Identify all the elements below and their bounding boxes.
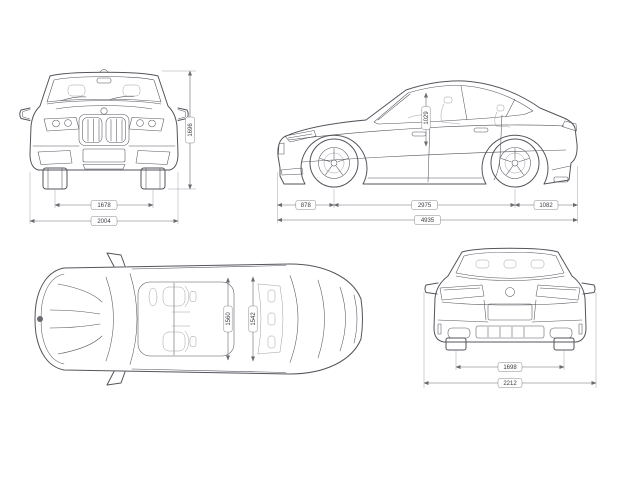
diffuser: [475, 325, 545, 339]
kidney-grille-frame: [78, 114, 130, 146]
air-intake-right: [135, 150, 171, 165]
front-grille-edge: [278, 142, 285, 155]
dim-front-height: 1696: [188, 123, 194, 137]
rear-wheel: [490, 138, 540, 188]
tire-left: [42, 167, 68, 190]
front-door-seam: [427, 122, 431, 183]
taillight-left: [439, 284, 485, 301]
front-bumper-line: [40, 273, 65, 365]
rear-door-seam: [493, 114, 503, 181]
brand-roundel-icon: [37, 316, 43, 322]
dim-rear-interior-width: 1542: [251, 312, 257, 326]
rear-view-drawing: 1698 2212: [423, 247, 597, 388]
mirror-left: [19, 107, 31, 121]
windshield: [46, 76, 162, 103]
dim-length: 4935: [421, 218, 435, 224]
side-headlight: [284, 130, 317, 143]
kidney-grille-left: [82, 117, 103, 143]
reflector-right: [578, 323, 583, 335]
headrest-left: [67, 84, 86, 97]
reflector-left: [437, 323, 442, 335]
top-car-outline: [34, 252, 363, 386]
dim-rear-overhang: 1082: [539, 203, 553, 209]
front-silhouette: [29, 71, 179, 171]
dim-front-overhang: 878: [301, 203, 312, 209]
mirror-bottom: [106, 371, 126, 386]
dim-front-width: 2004: [97, 219, 111, 225]
rear-window: [455, 251, 565, 279]
windshield-edge: [105, 276, 114, 362]
rear-tire-left: [445, 337, 467, 351]
steering-wheel: [148, 287, 158, 307]
bumper-top-line: [437, 319, 583, 323]
exhaust-left: [447, 327, 471, 339]
wipers: [59, 96, 135, 102]
lower-crease: [301, 149, 567, 163]
top-silhouette: [34, 263, 363, 375]
headlight-left: [43, 117, 80, 132]
rearview-mirror: [96, 77, 112, 84]
front-car-outline: [19, 69, 189, 190]
tire-right: [140, 167, 166, 190]
roof-leading-edge: [129, 273, 138, 365]
dim-rear-width: 2212: [503, 381, 517, 387]
b-pillar: [460, 85, 468, 121]
dim-wheelbase: 2975: [418, 203, 432, 209]
headlight-right: [128, 117, 165, 132]
a-pillar: [377, 93, 411, 121]
decklid-lines: [339, 286, 358, 352]
quarter-window-divider: [505, 98, 516, 117]
side-dimensions: 1029 878 2975 1082 4: [277, 92, 578, 225]
spoiler-edge: [455, 275, 565, 281]
rear-car-outline: [424, 247, 596, 351]
side-taillight: [561, 120, 577, 132]
air-intake-left: [37, 150, 73, 165]
hood-contours: [49, 283, 103, 355]
license-plate: [82, 148, 126, 163]
top-view-drawing: 1560 1542: [34, 252, 363, 386]
dim-rear-track: 1698: [503, 365, 517, 371]
front-wheel: [309, 138, 359, 188]
side-glass-band: [131, 265, 287, 373]
hood-lines: [46, 100, 162, 110]
rear-dimensions: 1698 2212: [423, 292, 597, 388]
dim-front-track: 1678: [97, 203, 111, 209]
rear-silhouette: [433, 247, 587, 343]
rear-mirror-right: [581, 282, 596, 295]
door-handle-rear: [473, 127, 489, 133]
front-dimensions: 1696 1678 2004: [29, 70, 196, 226]
door-handle-front: [411, 131, 427, 137]
side-silhouette: [277, 80, 578, 185]
rear-bumper-line: [551, 165, 571, 171]
headrest-right: [122, 84, 141, 97]
top-dimensions: 1560 1542: [223, 276, 258, 362]
exhaust-right: [549, 327, 573, 339]
brand-roundel-icon: [100, 107, 108, 115]
mirror-top: [106, 252, 126, 267]
rear-tire-right: [553, 337, 575, 351]
taillight-right: [535, 284, 581, 301]
panoramic-roof: [137, 281, 235, 357]
license-plate: [487, 303, 533, 321]
dim-front-interior-width: 1560: [226, 312, 232, 326]
tailgate-line: [441, 299, 579, 321]
exhaust-tip: [553, 176, 569, 183]
side-car-outline: [277, 80, 578, 188]
front-lower-intake: [280, 167, 304, 176]
front-view-drawing: 1696 1678 2004: [19, 69, 196, 226]
rear-mirror-left: [424, 282, 439, 295]
brand-roundel-icon: [505, 287, 515, 297]
rear-window-edge: [289, 275, 325, 363]
dim-cabin-height: 1029: [424, 111, 430, 125]
side-view-drawing: 1029 878 2975 1082 4: [277, 80, 578, 225]
kidney-grille-right: [105, 117, 126, 143]
interior-top: [148, 283, 284, 355]
skid-plate: [82, 164, 126, 170]
antenna-fin-icon: [99, 69, 109, 73]
